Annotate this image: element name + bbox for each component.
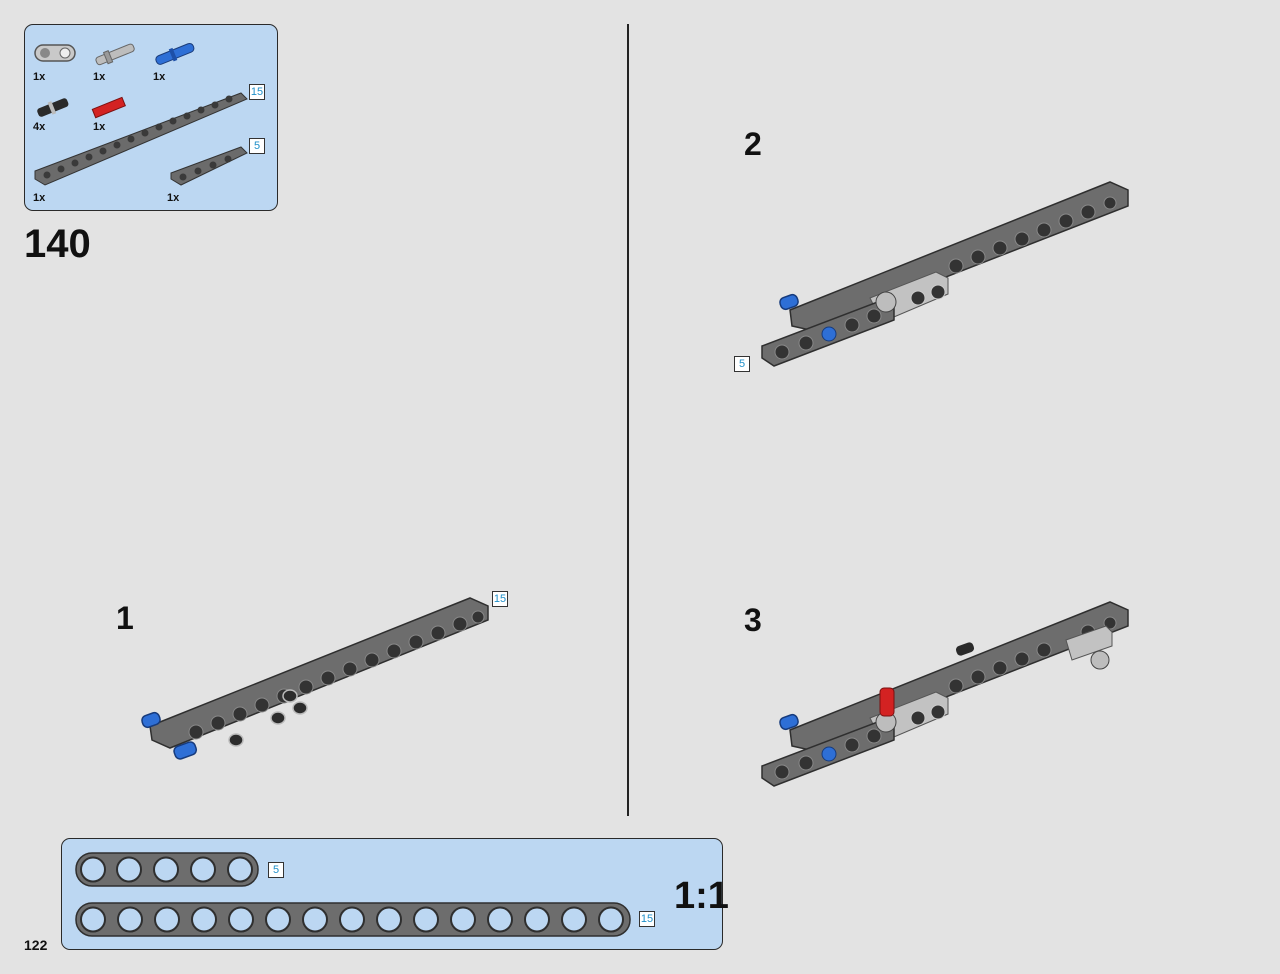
beam-15-icon: [34, 92, 248, 186]
red-axle-icon: [91, 96, 126, 119]
substep-1-number: 1: [116, 600, 134, 636]
qty-blue-pin: 1x: [153, 71, 166, 83]
ruler-beam-15-label: 15: [639, 911, 655, 927]
qty-cross-axle-connector: 1x: [33, 71, 46, 83]
qty-red-axle: 1x: [93, 121, 106, 133]
qty-black-friction-pin: 4x: [33, 121, 46, 133]
beam-15-ruler: [75, 902, 631, 937]
beam-5-icon: [170, 146, 248, 186]
scale-label: 1:1: [674, 875, 729, 917]
substep-2-assembly: [761, 181, 1129, 367]
page-divider: [627, 24, 629, 816]
beam-5-length-label: 5: [249, 138, 265, 154]
cross-axle-connector-icon: [34, 44, 76, 62]
page-number: 122: [24, 937, 48, 953]
black-friction-pin-icon: [37, 98, 69, 117]
substep-3-number: 3: [744, 602, 762, 638]
substep-1-assembly: [141, 597, 489, 760]
qty-beam-5: 1x: [167, 192, 180, 204]
beam-5-ruler: [75, 852, 259, 887]
ruler-beam-5-label: 5: [268, 862, 284, 878]
substep-3-assembly: [761, 601, 1129, 787]
qty-grey-pin-axle: 1x: [93, 71, 106, 83]
beam-15-length-label: 15: [249, 84, 265, 100]
parts-list-panel: 1x 1x 1x 4x 1x 15 5 1x 1x: [24, 24, 278, 211]
qty-beam-15: 1x: [33, 192, 46, 204]
substep-2-number: 2: [744, 126, 762, 162]
blue-pin-icon: [155, 42, 195, 65]
substep-1-callout: 15: [492, 591, 508, 607]
scale-ruler-panel: 5 15 1:1: [61, 838, 729, 950]
grey-pin-axle-icon: [95, 43, 135, 66]
substep-2-callout: 5: [734, 356, 750, 372]
step-number: 140: [24, 222, 91, 266]
